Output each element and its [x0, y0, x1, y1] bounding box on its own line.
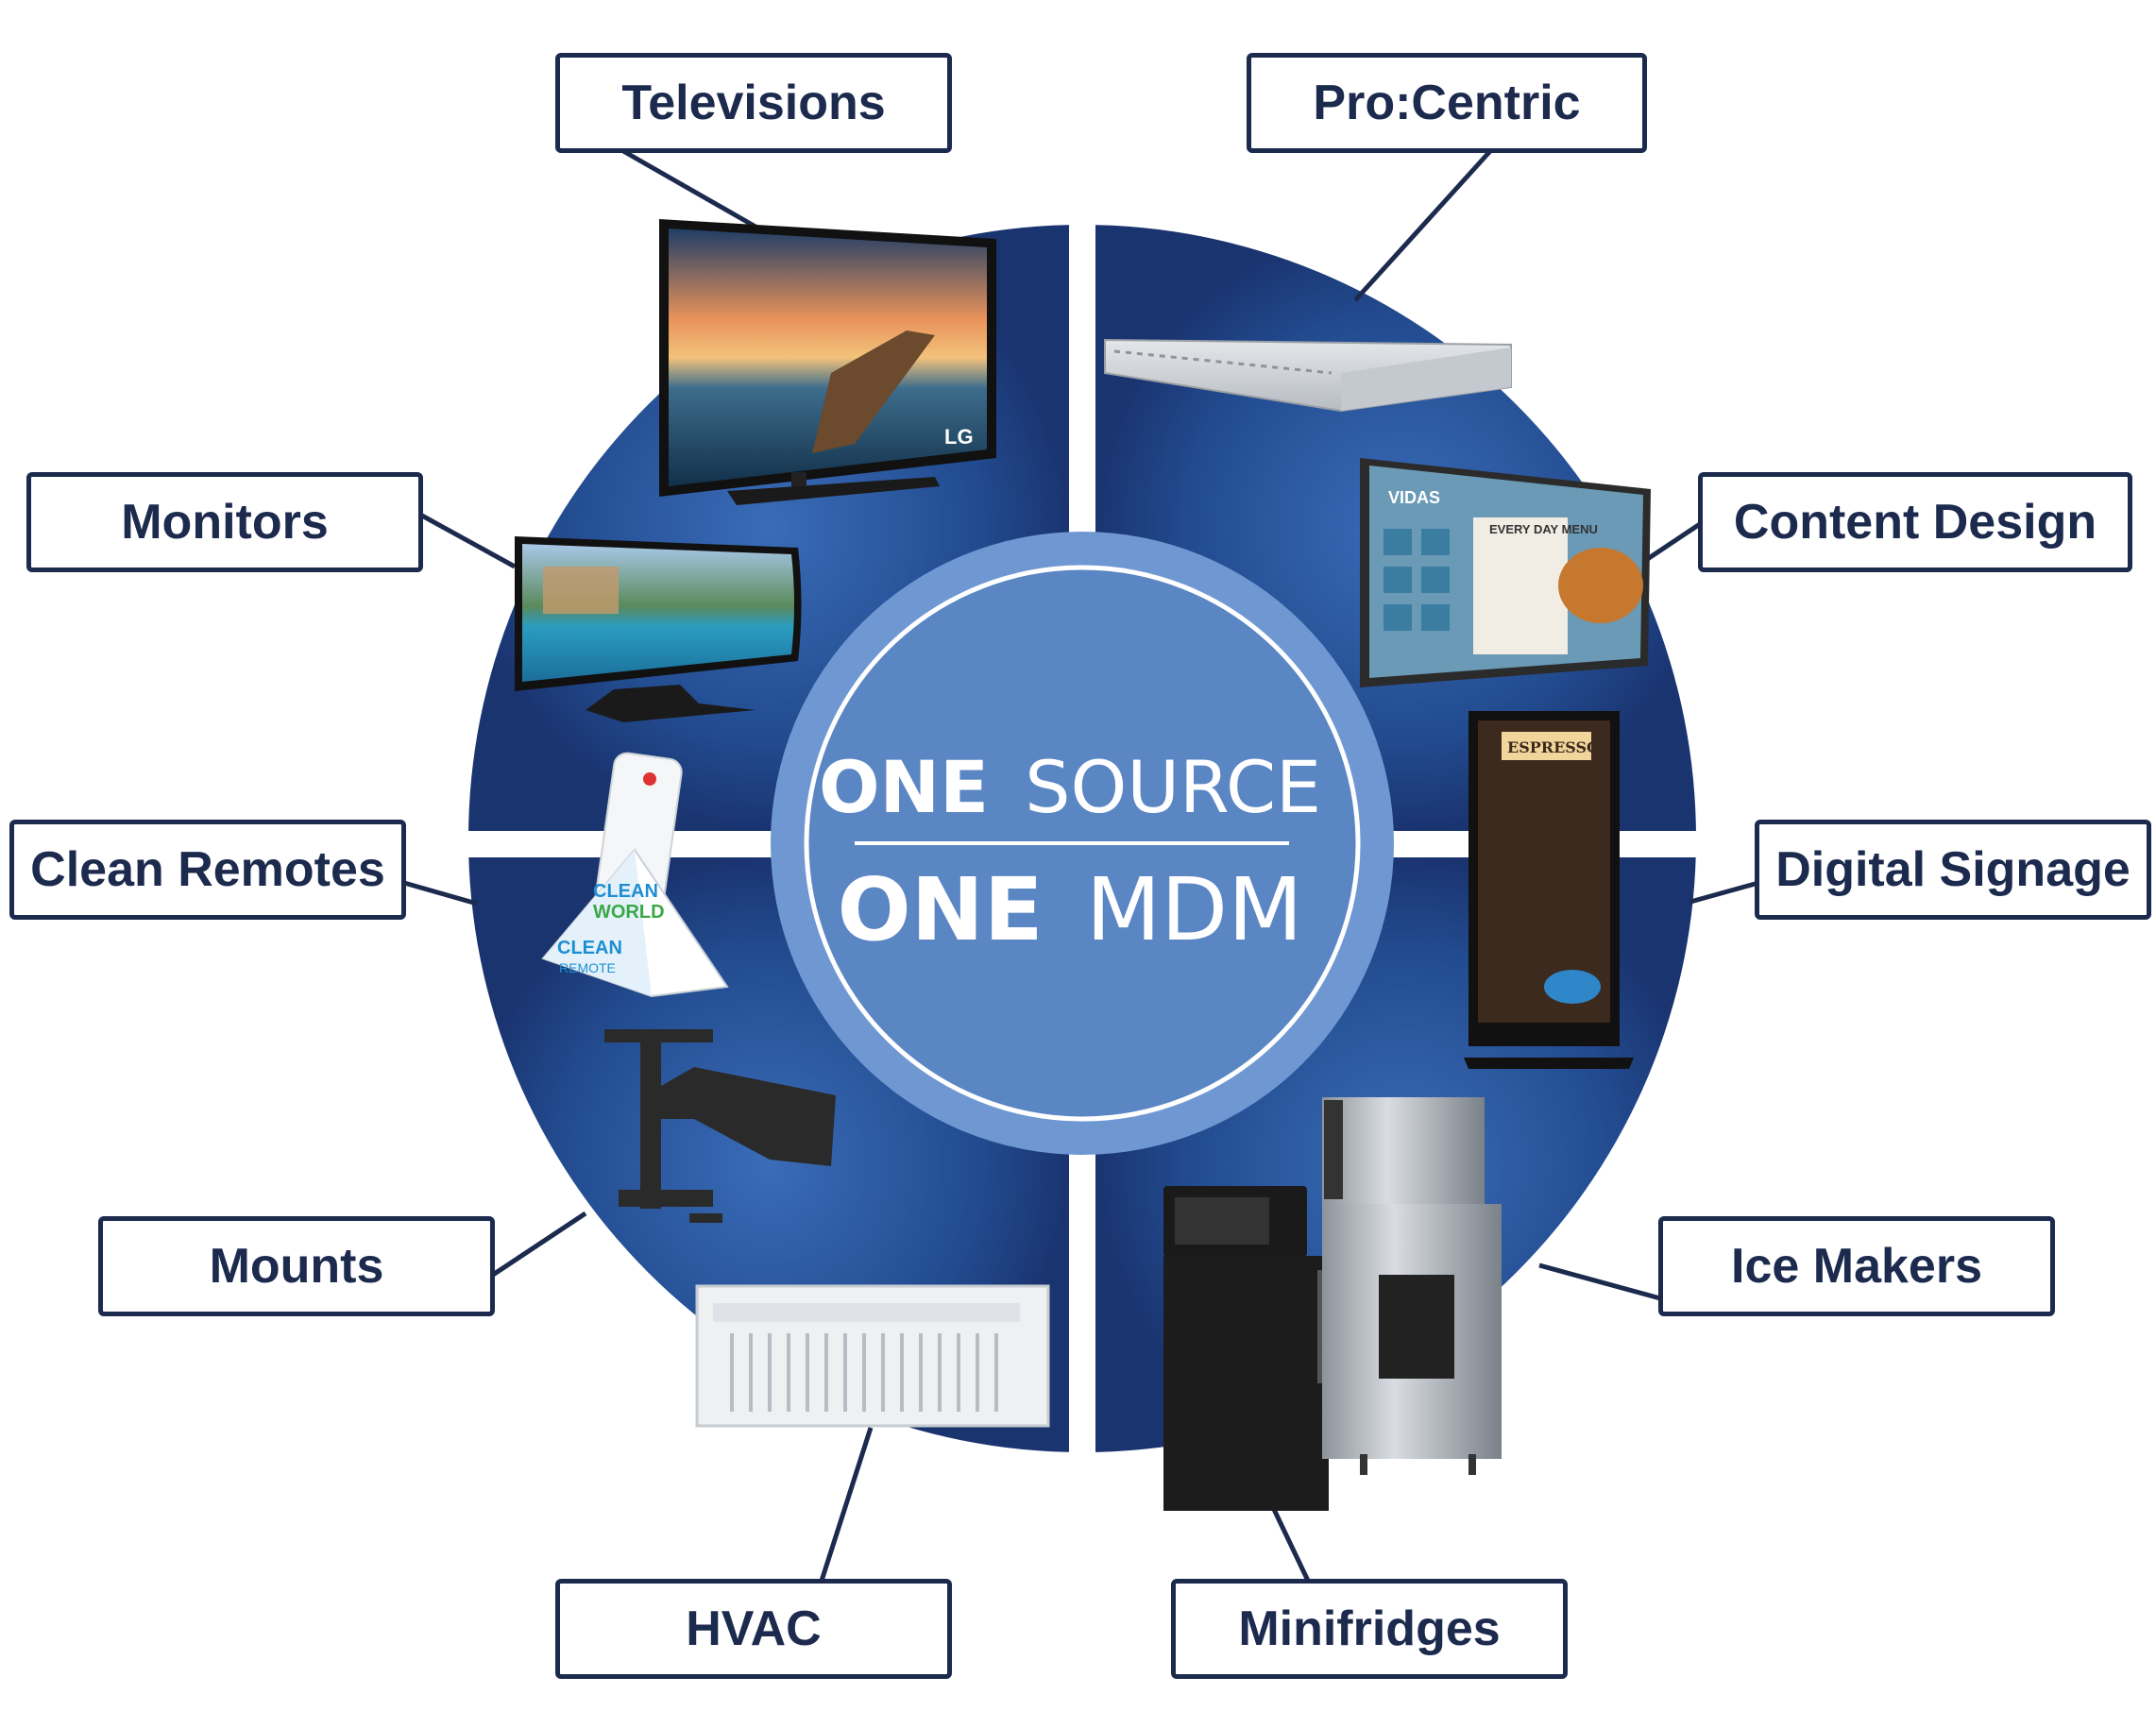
minifridge-image [1163, 1186, 1329, 1511]
label-monitors-text: Monitors [121, 495, 329, 550]
center-line1-light: SOURCE [1025, 745, 1321, 829]
label-clean-remotes: Clean Remotes [9, 820, 406, 920]
tv-brand-text: LG [944, 425, 974, 449]
label-mounts-text: Mounts [209, 1239, 384, 1294]
label-procentric-text: Pro:Centric [1313, 76, 1581, 130]
clean-world-line1: CLEAN [593, 881, 658, 902]
digital-signage-image: ESPRESSO [1464, 711, 1634, 1069]
television-image: LG [659, 219, 996, 505]
label-mounts: Mounts [98, 1216, 495, 1316]
hvac-image [695, 1284, 1050, 1428]
mounts-image [604, 1029, 836, 1223]
center-line2-light: MDM [1086, 859, 1303, 960]
label-ice-makers: Ice Makers [1658, 1216, 2055, 1316]
label-content-design: Content Design [1698, 472, 2132, 572]
center-line1: ONE SOURCE [819, 745, 1321, 829]
clean-world-line2: WORLD [593, 902, 665, 923]
clean-remote-line3: CLEAN [557, 938, 622, 958]
center-line2-bold: ONE [838, 859, 1044, 960]
clean-remotes-image: CLEAN WORLD CLEAN REMOTE [541, 752, 729, 998]
label-televisions-text: Televisions [621, 76, 886, 130]
monitor-image [515, 536, 802, 722]
label-procentric: Pro:Centric [1247, 53, 1647, 153]
label-hvac: HVAC [555, 1579, 952, 1679]
label-ice-makers-text: Ice Makers [1731, 1239, 1982, 1294]
label-televisions: Televisions [555, 53, 952, 153]
espresso-sign-text: ESPRESSO [1507, 738, 1600, 756]
center-line1-bold: ONE [819, 745, 989, 829]
label-clean-remotes-text: Clean Remotes [30, 842, 385, 897]
clean-remote-line4: REMOTE [559, 960, 616, 975]
label-content-design-text: Content Design [1733, 495, 2097, 550]
label-minifridges-text: Minifridges [1238, 1601, 1501, 1656]
ice-maker-image [1322, 1097, 1502, 1475]
label-digital-signage: Digital Signage [1755, 820, 2151, 920]
center-line2: ONE MDM [838, 859, 1303, 960]
label-monitors: Monitors [26, 472, 423, 572]
label-minifridges: Minifridges [1171, 1579, 1568, 1679]
label-digital-signage-text: Digital Signage [1775, 842, 2131, 897]
procentric-server-image [1104, 338, 1512, 413]
menu-title-text: EVERY DAY MENU [1489, 522, 1598, 536]
vidas-brand-text: VIDAS [1388, 488, 1440, 507]
content-design-image: EVERY DAY MENU VIDAS [1360, 458, 1651, 687]
label-hvac-text: HVAC [686, 1601, 822, 1656]
connector-lines [403, 148, 1759, 1583]
